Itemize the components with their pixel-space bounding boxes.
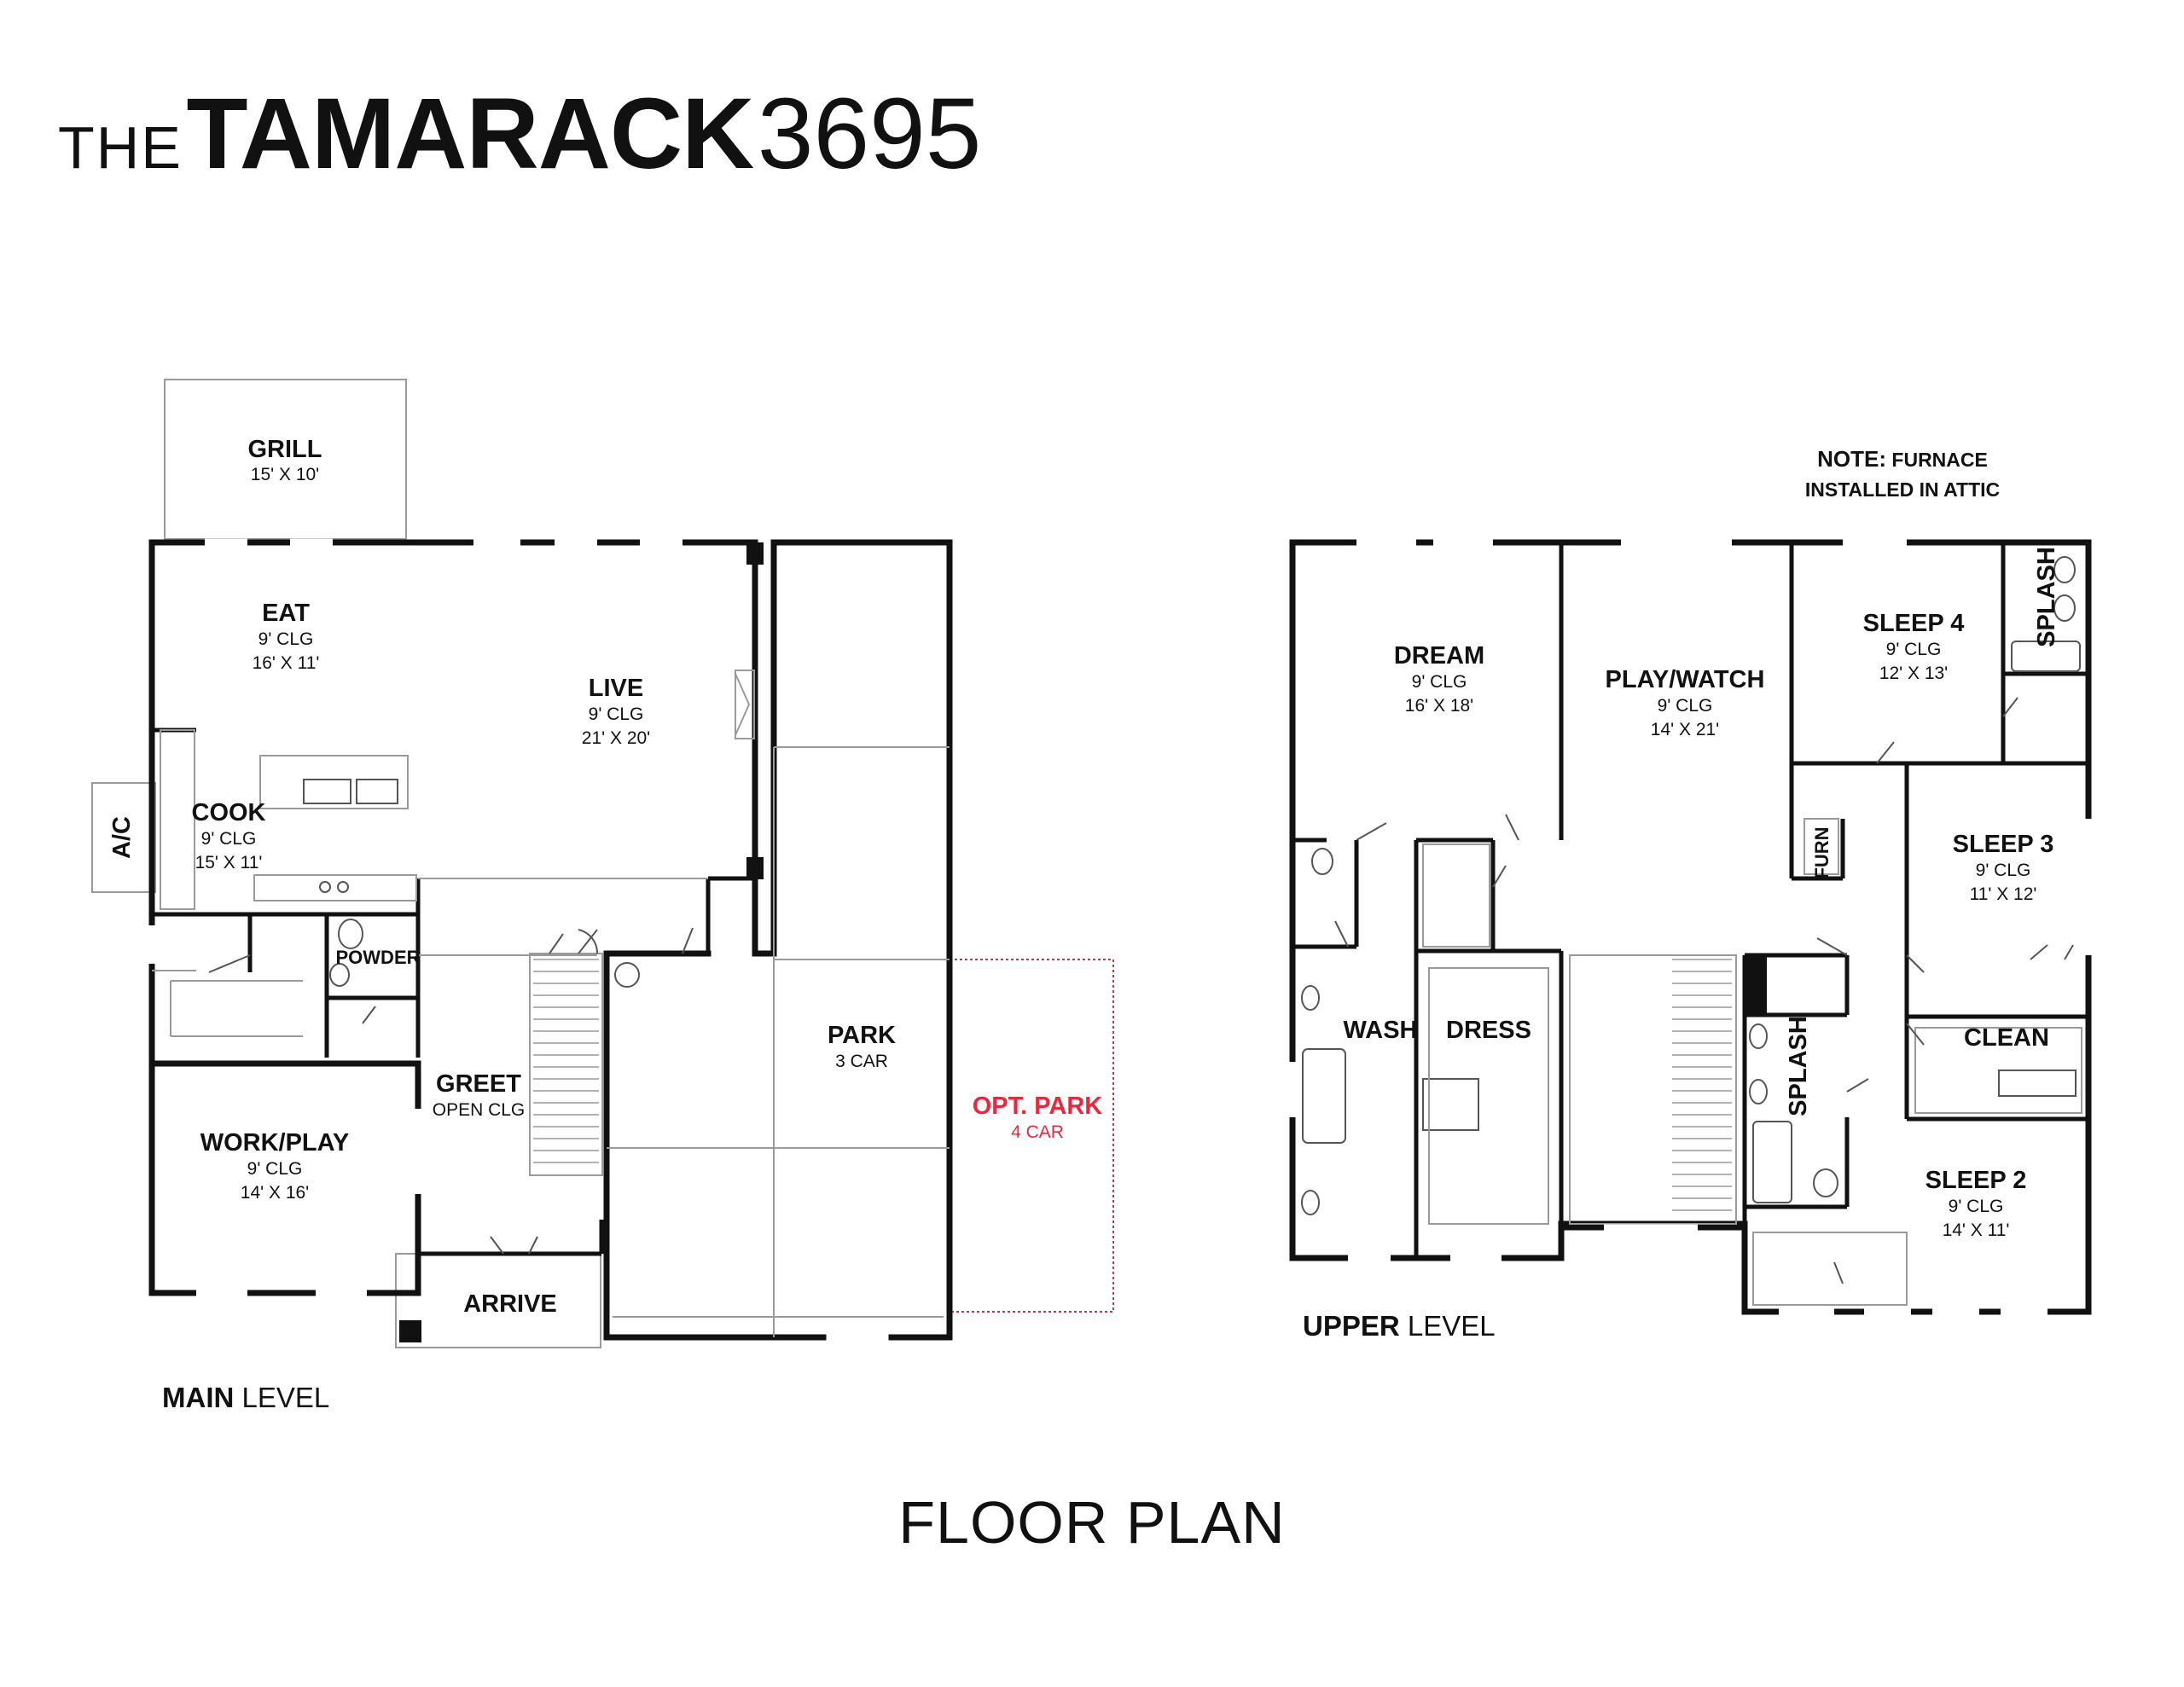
room-cook-name: COOK [192,799,266,826]
room-sleep3-dims: 11' X 12' [1970,884,2037,904]
room-sleep3-name: SLEEP 3 [1953,831,2054,858]
upper-level-plan [1288,538,2093,1316]
room-sleep2-clg: 9' CLG [1949,1197,2004,1216]
room-optpark-name: OPT. PARK [973,1093,1103,1120]
main-level-rest: LEVEL [241,1382,330,1413]
room-splash1-name: SPLASH [2033,547,2060,647]
footer-caption: FLOOR PLAN [898,1489,1286,1556]
room-play-dims: 14' X 21' [1651,720,1719,739]
main-level-caption: MAIN LEVEL [162,1382,329,1414]
room-park-sub: 3 CAR [835,1052,888,1071]
room-eat-name: EAT [262,600,310,627]
note-line1: FURNACE [1891,449,1988,471]
room-sleep4-dims: 12' X 13' [1879,664,1948,683]
room-furn-name: FURN [1811,826,1833,878]
room-work-clg: 9' CLG [247,1159,303,1179]
upper-level-rest: LEVEL [1407,1310,1496,1342]
room-dream-name: DREAM [1394,642,1484,670]
room-sleep2-dims: 14' X 11' [1943,1220,2010,1240]
title-name: TAMARACK [186,78,754,190]
room-play-clg: 9' CLG [1658,696,1713,716]
note-line2: INSTALLED IN ATTIC [1804,478,2001,501]
room-cook-clg: 9' CLG [201,829,257,849]
upper-level-caption: UPPER LEVEL [1303,1310,1496,1342]
main-level-plan [91,379,1114,1348]
title-number: 3695 [757,78,982,190]
room-play-name: PLAY/WATCH [1606,666,1765,693]
room-wash-name: WASH [1344,1017,1418,1044]
room-live-name: LIVE [589,675,643,702]
room-dream-dims: 16' X 18' [1405,696,1473,716]
room-eat-clg: 9' CLG [258,629,314,649]
note-bold: NOTE: [1817,446,1887,472]
room-park-name: PARK [828,1022,896,1049]
room-labels: GRILL 15' X 10' EAT 9' CLG 16' X 11' LIV… [108,436,2060,1318]
room-sleep3-clg: 9' CLG [1976,861,2031,880]
room-work-name: WORK/PLAY [200,1129,350,1157]
room-eat-dims: 16' X 11' [253,653,320,673]
room-cook-dims: 15' X 11' [195,853,263,872]
room-live-clg: 9' CLG [589,704,644,724]
room-sleep4-name: SLEEP 4 [1863,610,1965,637]
room-splash2-name: SPLASH [1785,1016,1812,1116]
room-greet-clg: OPEN CLG [433,1100,526,1120]
attic-note: NOTE: FURNACE INSTALLED IN ATTIC [1749,443,2056,504]
room-dress-name: DRESS [1446,1017,1531,1044]
room-powder-name: POWDER [336,947,421,968]
plan-title: THE TAMARACK 3695 [58,84,981,184]
room-grill-name: GRILL [248,436,322,463]
upper-level-bold: UPPER [1303,1310,1400,1342]
room-sleep2-name: SLEEP 2 [1926,1167,2027,1194]
room-greet-name: GREET [436,1070,521,1098]
room-sleep4-clg: 9' CLG [1886,640,1942,659]
room-ac-name: A/C [108,816,136,859]
room-clean-name: CLEAN [1964,1024,2049,1052]
room-optpark-sub: 4 CAR [1011,1122,1064,1142]
room-grill-dims: 15' X 10' [251,465,319,484]
main-level-bold: MAIN [162,1382,235,1413]
room-live-dims: 21' X 20' [582,728,650,748]
room-dream-clg: 9' CLG [1412,672,1467,692]
room-work-dims: 14' X 16' [241,1183,309,1203]
room-arrive-name: ARRIVE [463,1290,557,1318]
title-prefix: THE [58,114,183,181]
